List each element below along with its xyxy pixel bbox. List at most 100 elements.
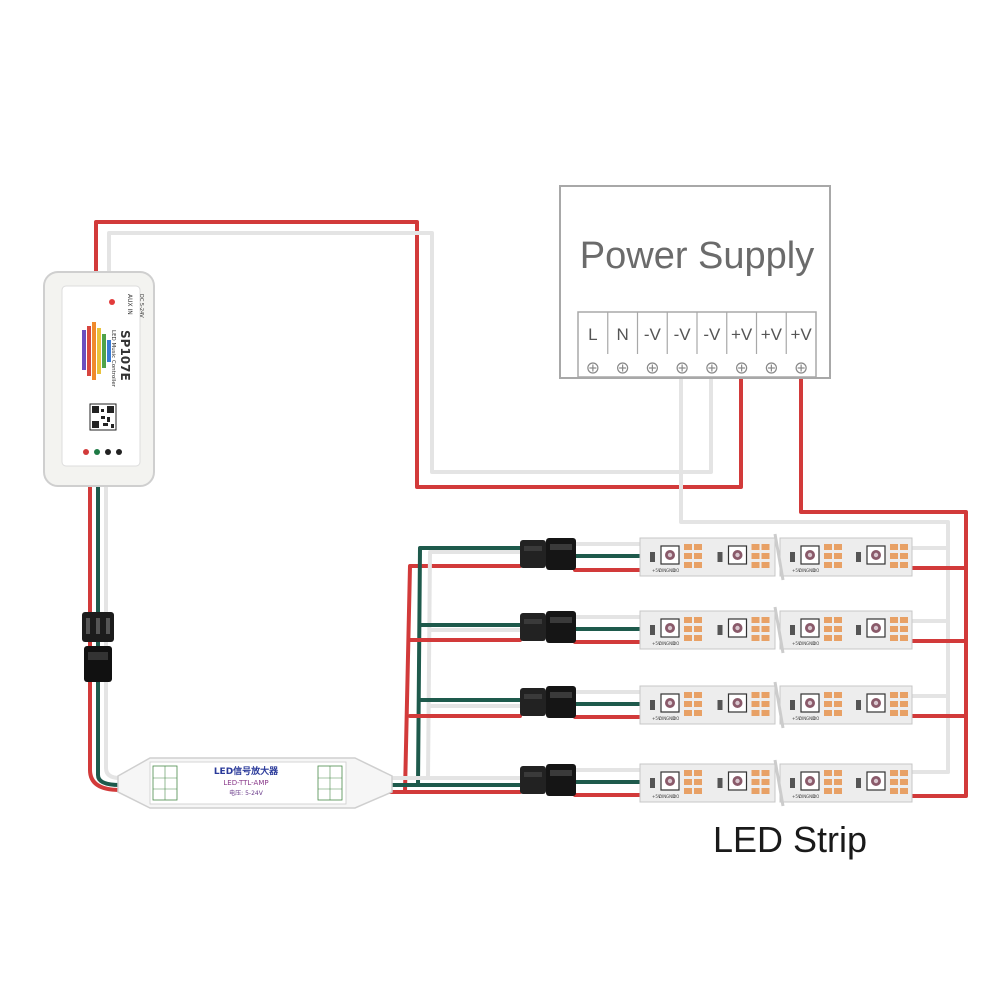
screw-terminal-icon xyxy=(765,362,777,374)
screw-terminal-icon xyxy=(676,362,688,374)
strip-leads xyxy=(573,542,642,797)
terminal-5: -V xyxy=(696,312,721,374)
cut-mark xyxy=(773,759,785,807)
pad-label: DO xyxy=(813,641,819,646)
controller-subtitle: LED Music Controller xyxy=(110,330,116,388)
jst-connector xyxy=(520,686,576,718)
qr-code-icon xyxy=(89,403,117,431)
resistor-icon xyxy=(856,778,861,788)
solder-pads xyxy=(824,770,842,794)
led-strip-label: LED Strip xyxy=(713,819,867,860)
terminal-label: L xyxy=(588,325,597,344)
pad-label: GND xyxy=(806,641,815,646)
resistor-icon xyxy=(650,625,655,635)
resistor-icon xyxy=(790,625,795,635)
wire-ctrl-out-red xyxy=(88,480,122,792)
pad-label: DO xyxy=(673,716,679,721)
signal-amplifier: LED信号放大器 LED-TTL-AMP 电压: 5-24V xyxy=(117,757,393,809)
equalizer-graphic-icon xyxy=(82,322,111,380)
pad-label: DIN xyxy=(799,568,806,573)
controller-port-label: AUX IN xyxy=(126,294,133,315)
terminal-label: +V xyxy=(761,325,783,344)
wire-layer xyxy=(88,220,968,798)
power-led-icon xyxy=(109,299,115,305)
led-chip-icon xyxy=(660,618,680,638)
pad-label: +5V xyxy=(792,568,801,573)
resistor-icon xyxy=(717,552,723,562)
jst-connector xyxy=(520,764,576,796)
led-chip-icon xyxy=(727,545,748,565)
terminal-label: N xyxy=(616,325,628,344)
terminal-2: N xyxy=(607,312,629,374)
controller-model: SP107E xyxy=(118,330,132,381)
solder-pads xyxy=(684,617,702,641)
wire-controller-power-positive xyxy=(94,220,743,489)
resistor-icon xyxy=(650,552,655,562)
solder-pads xyxy=(684,692,702,716)
pad-label: GND xyxy=(666,641,675,646)
pad-label: DO xyxy=(813,794,819,799)
led-chip-icon xyxy=(660,771,680,791)
pad-label: GND xyxy=(806,794,815,799)
pad-label: +5V xyxy=(652,568,661,573)
solder-pads xyxy=(890,617,908,641)
wire-supply-positive-bus xyxy=(799,368,968,798)
led-chip-icon xyxy=(800,771,820,791)
terminal-4: -V xyxy=(666,312,692,374)
cut-mark xyxy=(773,681,785,729)
amplifier-voltage: 电压: 5-24V xyxy=(229,789,264,797)
resistor-icon xyxy=(790,778,795,788)
led-chip-icon xyxy=(800,545,820,565)
amplifier-title: LED信号放大器 xyxy=(214,765,279,777)
resistor-icon xyxy=(790,552,795,562)
jst-connector xyxy=(520,538,576,570)
pad-label: DIN xyxy=(799,716,806,721)
solder-pads xyxy=(824,617,842,641)
resistor-icon xyxy=(856,700,861,710)
terminal-label: -V xyxy=(674,325,692,344)
amplifier-label-area xyxy=(149,761,347,805)
terminal-label: -V xyxy=(703,325,721,344)
solder-pads xyxy=(824,544,842,568)
terminal-7: +V xyxy=(755,312,783,374)
pad-label: DIN xyxy=(799,641,806,646)
screw-terminal-icon xyxy=(795,362,807,374)
pad-label: +5V xyxy=(792,716,801,721)
terminal-3: -V xyxy=(636,312,662,374)
resistor-icon xyxy=(717,700,723,710)
terminal-6: +V xyxy=(726,312,753,374)
resistor-icon xyxy=(790,700,795,710)
led-chip-icon xyxy=(866,545,886,565)
inline-connector xyxy=(82,612,114,682)
jst-connector xyxy=(520,611,576,643)
amplifier-pin-grid-right xyxy=(317,765,343,801)
solder-pads xyxy=(824,692,842,716)
resistor-icon xyxy=(650,700,655,710)
resistor-icon xyxy=(856,552,861,562)
led-chip-icon xyxy=(800,693,820,713)
pad-label: +5V xyxy=(792,641,801,646)
pad-label: DO xyxy=(813,568,819,573)
pad-label: +5V xyxy=(652,716,661,721)
wire-controller-power-negative xyxy=(107,231,713,474)
amplifier-pin-grid-left xyxy=(152,765,178,801)
terminal-label: +V xyxy=(790,325,812,344)
led-chip-icon xyxy=(727,618,748,638)
pad-label: DIN xyxy=(659,568,666,573)
pad-label: DO xyxy=(673,794,679,799)
wire-ctrl-out-data xyxy=(96,480,122,787)
pad-label: DIN xyxy=(659,716,666,721)
wire-supply-negative-bus xyxy=(679,368,950,774)
screw-terminal-icon xyxy=(646,362,658,374)
solder-pads xyxy=(684,544,702,568)
led-chip-icon xyxy=(727,693,748,713)
